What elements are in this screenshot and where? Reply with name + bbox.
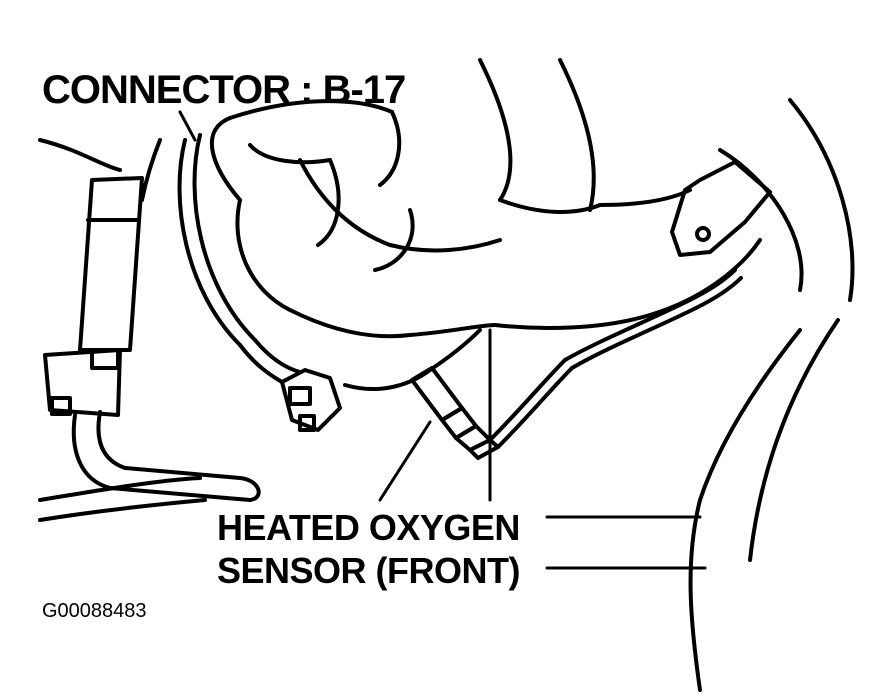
sensor-label-line1: HEATED OXYGEN <box>217 507 520 548</box>
engine-lower-contour <box>343 318 840 692</box>
figure-id: G00088483 <box>42 600 147 622</box>
left-pipe-assembly <box>38 138 261 522</box>
mounting-bracket <box>670 160 772 257</box>
sensor-wire-harness <box>488 268 743 449</box>
connector-label: CONNECTOR : B-17 <box>42 68 406 112</box>
connector-b17 <box>177 133 342 432</box>
leader-lines <box>178 110 707 570</box>
oxygen-sensor <box>410 366 500 460</box>
sensor-label-line2: SENSOR (FRONT) <box>217 550 521 591</box>
